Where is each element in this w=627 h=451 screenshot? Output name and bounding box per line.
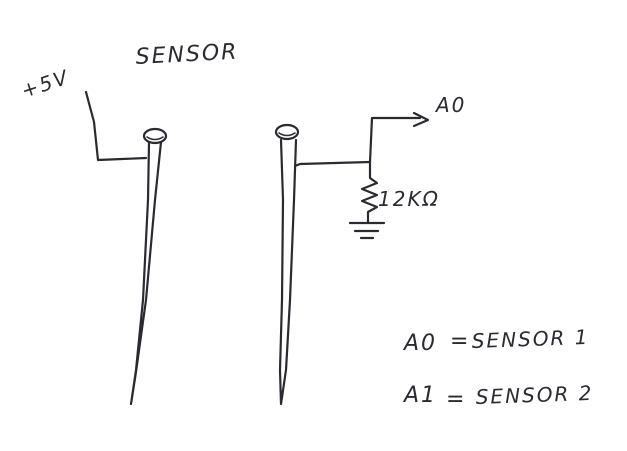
nail-head-2	[274, 123, 300, 141]
legend-pin-a0: A0	[402, 331, 437, 356]
legend-pin-a1: A1	[402, 383, 437, 408]
pin-legend: A0 = SENSOR 1 A1 = SENSOR 2	[402, 325, 594, 412]
legend-sensor-1: SENSOR 1	[471, 325, 589, 353]
nail-head-1-shade	[146, 136, 164, 141]
nail-probe-2	[274, 123, 300, 406]
nail-shaft-2	[278, 138, 298, 406]
legend-equals-a1: =	[446, 387, 466, 412]
legend-sensor-2: SENSOR 2	[475, 381, 593, 409]
output-wire	[368, 116, 422, 164]
nail-head-1	[142, 127, 168, 145]
legend-equals-a0: =	[450, 329, 470, 354]
resistor-zigzag-icon	[360, 160, 379, 224]
supply-wire	[84, 90, 148, 162]
nail-probe-1	[129, 127, 168, 406]
output-label: A0	[434, 93, 466, 117]
nail-shaft-1	[129, 140, 163, 406]
ground-icon	[348, 221, 386, 240]
nail-head-2-shade	[278, 132, 296, 137]
title-label: SENSOR	[135, 40, 239, 70]
output-arrow-icon	[412, 111, 430, 128]
supply-label: +5V	[18, 65, 72, 103]
sense-wire	[293, 160, 372, 168]
resistor-label: 12KΩ	[378, 187, 440, 211]
